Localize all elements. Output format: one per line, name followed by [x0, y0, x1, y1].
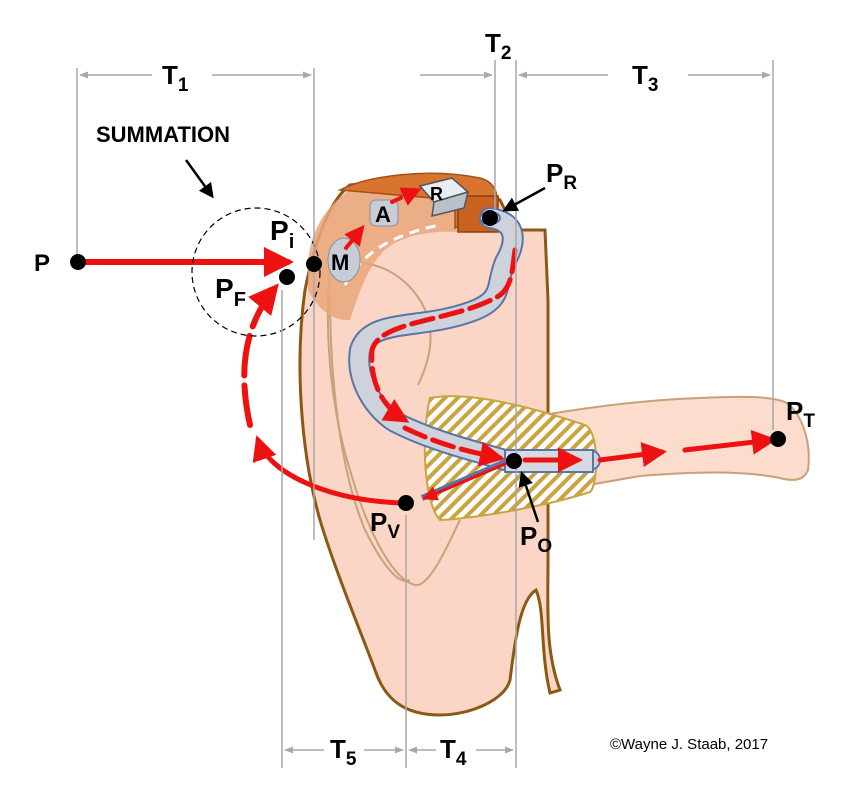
po-pointer-arrow — [518, 471, 540, 523]
receiver-component — [418, 177, 470, 217]
microphone-component — [327, 237, 361, 283]
label-t1: T1 — [162, 60, 189, 96]
label-pv: PV — [370, 507, 400, 543]
label-po: PO — [520, 521, 552, 557]
label-t2: T2 — [485, 28, 511, 64]
arrow-pv-to-pf — [252, 435, 403, 506]
arrow-m-to-a — [344, 224, 365, 250]
label-t3: T3 — [632, 60, 658, 96]
amplifier-component — [369, 199, 399, 227]
summation-circle — [191, 207, 321, 337]
label-summation: SUMMATION — [96, 122, 230, 147]
signal-arrows — [77, 187, 777, 506]
dimension-lines — [76, 60, 774, 768]
point-pf — [279, 269, 295, 285]
label-pi: Pi — [270, 215, 294, 253]
summation-pointer-arrow — [184, 159, 214, 199]
label-t4: T4 — [440, 734, 467, 770]
arrow-feedback-rise — [241, 283, 279, 428]
point-pr — [482, 210, 498, 226]
pr-pointer-arrow — [502, 186, 546, 212]
label-p: P — [34, 250, 50, 277]
copyright-text: ©Wayne J. Staab, 2017 — [610, 736, 768, 753]
label-m: M — [331, 250, 349, 275]
point-p — [70, 254, 86, 270]
arrow-canal-2 — [682, 429, 777, 455]
point-pi — [306, 256, 322, 272]
label-pf: PF — [215, 273, 246, 311]
arrow-a-to-r — [390, 187, 422, 206]
arrow-canal-1 — [597, 442, 667, 467]
label-t5: T5 — [330, 734, 357, 770]
label-r: R — [430, 184, 443, 204]
arrow-tube-to-po — [402, 425, 505, 467]
label-a: A — [375, 202, 391, 227]
point-pt — [770, 431, 786, 447]
points — [70, 210, 786, 511]
point-po — [506, 453, 522, 469]
concha-outline — [326, 269, 461, 587]
internal-wire — [343, 223, 441, 286]
label-pr: PR — [546, 158, 577, 194]
point-pv — [398, 495, 414, 511]
arrow-po-to-pv — [422, 462, 507, 501]
label-pt: PT — [786, 396, 815, 432]
arrow-tube-flow — [369, 247, 518, 423]
